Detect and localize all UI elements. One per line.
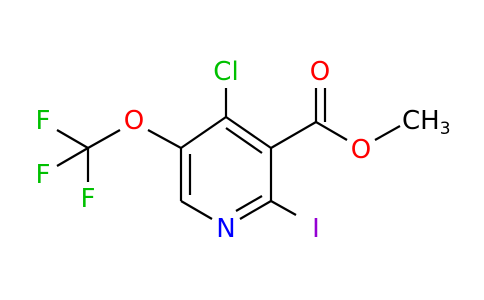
bond-c3-ccarbonyl: [270, 121, 317, 149]
bond-ccarbonyl-oester: [315, 121, 348, 141]
atom-oxygen-carbonyl: O: [310, 57, 330, 87]
bond-ccf3-f1: [56, 129, 89, 149]
atom-oxygen-ether: O: [124, 106, 144, 136]
atom-fluorine-3: F: [81, 184, 96, 214]
pyridine-ring: [179, 116, 273, 220]
methyl-ch: CH: [402, 106, 440, 136]
atom-methyl: CH3: [402, 106, 451, 139]
methyl-subscript: 3: [440, 119, 451, 139]
atom-chlorine: Cl: [213, 57, 238, 87]
atom-labels: Cl N I O O CH3 O F F F: [36, 57, 451, 244]
bond-c5-oether: [147, 129, 182, 149]
bond-c4-c3-double: [225, 127, 263, 154]
bond-n-c6: [180, 200, 213, 220]
bond-oester-methyl: [374, 125, 401, 141]
bond-oether-ccf3: [87, 129, 121, 149]
bond-c2-n: [239, 200, 272, 220]
bond-c4-c3: [225, 116, 272, 149]
bond-c2-n-double: [235, 195, 263, 212]
atom-oxygen-ester: O: [351, 135, 371, 165]
atom-fluorine-1: F: [36, 106, 51, 136]
atom-nitrogen: N: [216, 214, 235, 244]
bond-c5-c4: [180, 116, 227, 149]
bond-ccf3-f2: [56, 147, 89, 167]
substituent-bonds: [56, 88, 401, 216]
atom-fluorine-2: F: [36, 160, 51, 190]
bond-c2-i: [270, 200, 297, 216]
atom-iodine: I: [312, 214, 320, 244]
